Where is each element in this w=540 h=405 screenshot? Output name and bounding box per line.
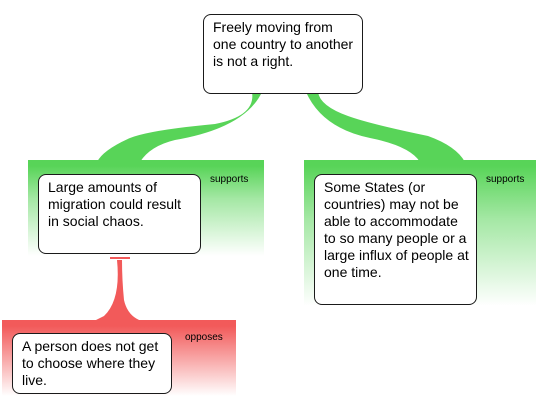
objection-box[interactable]: A person does not get to choose where th… xyxy=(12,333,172,394)
support-connector xyxy=(306,92,465,162)
support-box-2[interactable]: Some States (or countries) may not be ab… xyxy=(314,174,477,305)
support-box-1[interactable]: Large amounts of migration could result … xyxy=(38,174,201,254)
relation-label-support-1: supports xyxy=(210,174,249,185)
relation-label-oppose: opposes xyxy=(185,332,223,343)
support-connector xyxy=(97,92,262,162)
relation-label-support-2: supports xyxy=(486,174,525,185)
claim-box[interactable]: Freely moving from one country to anothe… xyxy=(203,14,363,94)
oppose-connector xyxy=(92,260,145,322)
